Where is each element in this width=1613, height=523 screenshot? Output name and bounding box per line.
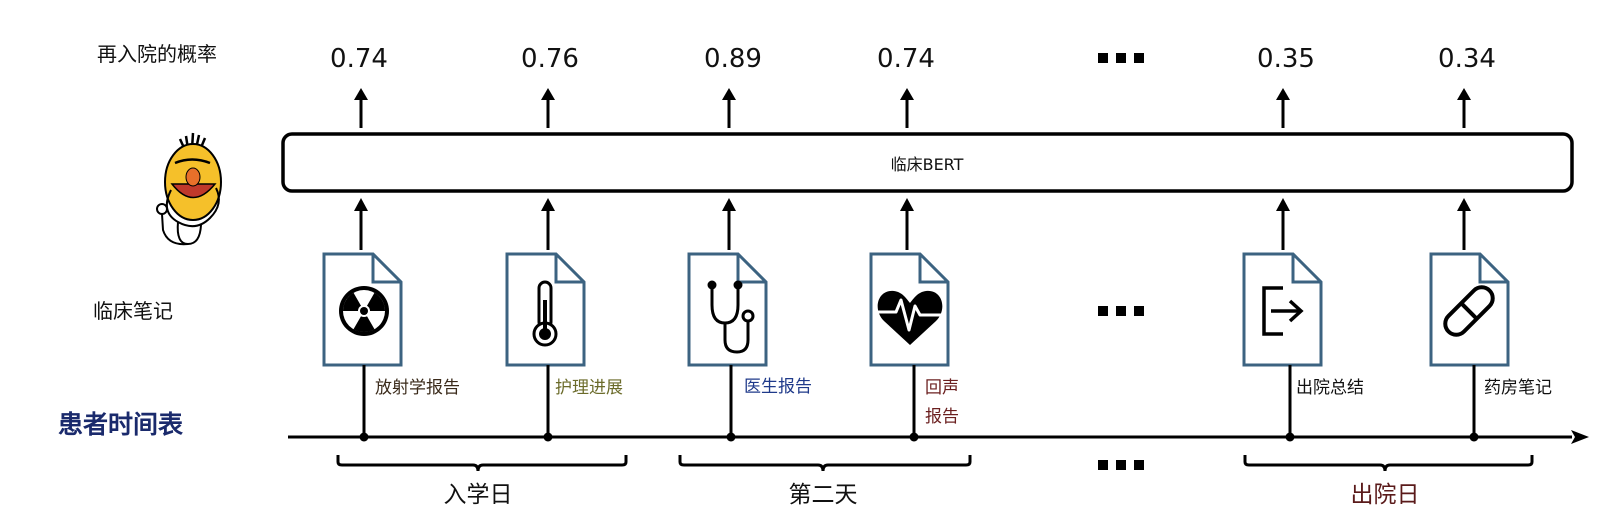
timeline-dot-4 [909, 432, 919, 442]
output-arrowhead-4 [900, 88, 914, 100]
radiation-icon [339, 286, 389, 336]
brace-discharge-day [1243, 455, 1534, 472]
ellipsis-bottom [1098, 460, 1144, 470]
heart-pulse-icon [876, 290, 944, 345]
doctor-mascot-icon [156, 132, 222, 246]
note-stems [362, 365, 1476, 437]
period-second-day: 第二天 [788, 482, 858, 508]
input-arrowheads [354, 198, 1471, 211]
output-arrows [359, 96, 1466, 128]
output-arrowhead-5 [1276, 88, 1290, 100]
probability-5: 0.35 [1257, 44, 1315, 74]
thermometer-icon [532, 280, 558, 347]
ellipsis-middle [1098, 306, 1144, 316]
note-label-6: 药房笔记 [1484, 378, 1552, 398]
input-arrowhead-4 [900, 198, 914, 211]
note-label-3: 医生报告 [744, 377, 812, 397]
timeline-dot-2 [543, 432, 553, 442]
timeline-dot-3 [726, 432, 736, 442]
period-admission-day: 入学日 [443, 482, 513, 508]
timeline-dot-1 [359, 432, 369, 442]
output-arrowhead-3 [722, 88, 736, 100]
brace-second-day [678, 455, 972, 472]
ellipsis-top [1098, 53, 1144, 63]
period-braces [336, 455, 1534, 472]
readmission-probability-label: 再入院的概率 [97, 42, 217, 66]
timeline-arrowhead [1571, 430, 1589, 444]
clinical-bert-label: 临床BERT [890, 155, 964, 174]
note-label-5: 出院总结 [1296, 378, 1364, 398]
period-discharge-day: 出院日 [1350, 482, 1420, 508]
probability-2: 0.76 [521, 44, 579, 74]
patient-timeline-label: 患者时间表 [58, 410, 184, 439]
output-arrowhead-6 [1457, 88, 1471, 100]
timeline-dots [359, 432, 1479, 442]
note-label-1: 放射学报告 [375, 378, 460, 398]
probability-6: 0.34 [1438, 44, 1496, 74]
clinical-bert-box [281, 132, 1574, 193]
input-arrows [359, 208, 1466, 250]
output-arrowhead-1 [354, 88, 368, 100]
note-label-2: 护理进展 [555, 378, 623, 398]
clinical-notes-label: 临床笔记 [93, 299, 173, 323]
probability-1: 0.74 [330, 44, 388, 74]
input-arrowhead-3 [722, 198, 736, 211]
input-arrowhead-1 [354, 198, 368, 211]
input-arrowhead-5 [1276, 198, 1290, 211]
output-arrowhead-2 [541, 88, 555, 100]
brace-admission-day [336, 455, 628, 472]
timeline-dot-6 [1469, 432, 1479, 442]
timeline-dot-5 [1285, 432, 1295, 442]
input-arrowhead-6 [1457, 198, 1471, 211]
input-arrowhead-2 [541, 198, 555, 211]
note-label-4: 回声报告 [925, 378, 959, 427]
exit-arrow-icon [1262, 286, 1304, 336]
probability-4: 0.74 [877, 44, 935, 74]
probability-3: 0.89 [704, 44, 762, 74]
stethoscope-icon [707, 280, 755, 354]
output-arrowheads [354, 88, 1471, 100]
